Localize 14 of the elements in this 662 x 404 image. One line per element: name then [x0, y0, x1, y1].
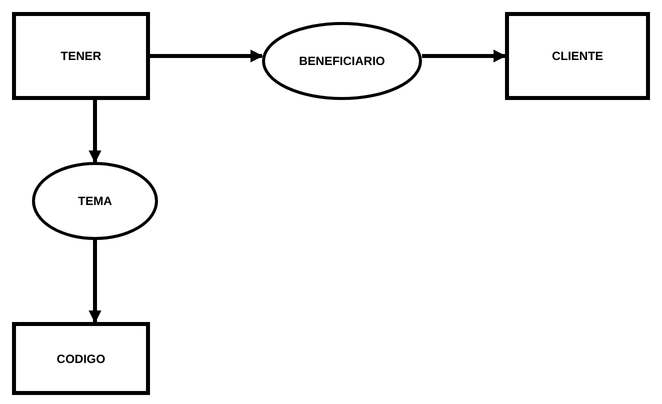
arrow [150, 50, 264, 62]
ellipse-node [32, 162, 158, 240]
arrow [88, 240, 102, 324]
node-label: BENEFICIARIO [298, 54, 385, 68]
node-label: TENER [60, 49, 102, 63]
node-label: CLIENTE [552, 49, 604, 63]
ellipse-node [262, 22, 422, 100]
arrow [422, 50, 506, 62]
arrow [88, 100, 102, 164]
process-box [505, 12, 650, 100]
node-label: TEMA [78, 194, 112, 208]
process-box [12, 322, 150, 395]
process-box [12, 12, 150, 100]
node-label: CODIGO [56, 352, 106, 366]
